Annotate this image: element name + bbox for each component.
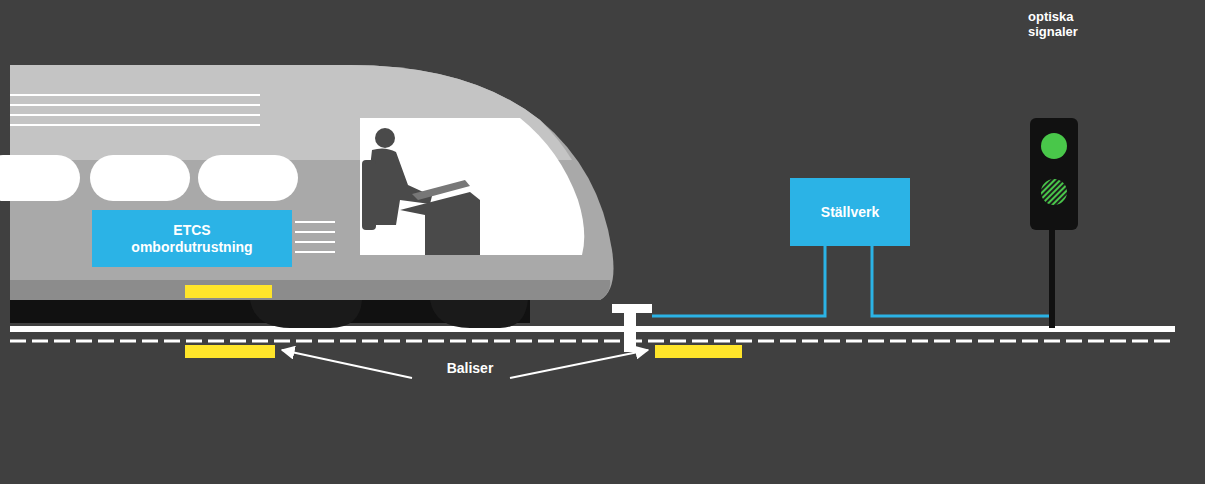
bogie	[250, 300, 362, 328]
train-body	[10, 65, 614, 300]
driver	[362, 128, 480, 255]
onboard-unit-box: ETCS ombordutrustning	[92, 210, 292, 267]
sleepers	[10, 340, 1175, 343]
signal-head	[1030, 118, 1078, 230]
balise	[655, 345, 742, 358]
side-window	[198, 155, 298, 201]
rail	[10, 326, 1175, 332]
signal-post	[1049, 225, 1055, 328]
signal-lamp	[1041, 133, 1067, 159]
box-text: ETCS ombordutrustning	[117, 222, 267, 254]
signal-lamp	[1041, 179, 1067, 205]
interlocking-box: Ställverk	[790, 178, 910, 246]
side-window	[90, 155, 190, 201]
track-device	[624, 304, 636, 352]
balise-label: Baliser	[420, 360, 520, 376]
leader-arrow	[282, 350, 412, 378]
train-skirt	[10, 280, 610, 300]
cab-window	[360, 118, 584, 255]
leader-arrow	[510, 350, 648, 378]
cable	[872, 246, 1052, 316]
balise	[185, 345, 275, 358]
box-text: Ställverk	[821, 204, 879, 220]
bogie	[430, 300, 528, 328]
onboard-antenna	[185, 285, 272, 298]
cable	[652, 246, 825, 316]
side-window	[0, 155, 80, 201]
signal-label: optiska signaler	[1028, 10, 1108, 40]
